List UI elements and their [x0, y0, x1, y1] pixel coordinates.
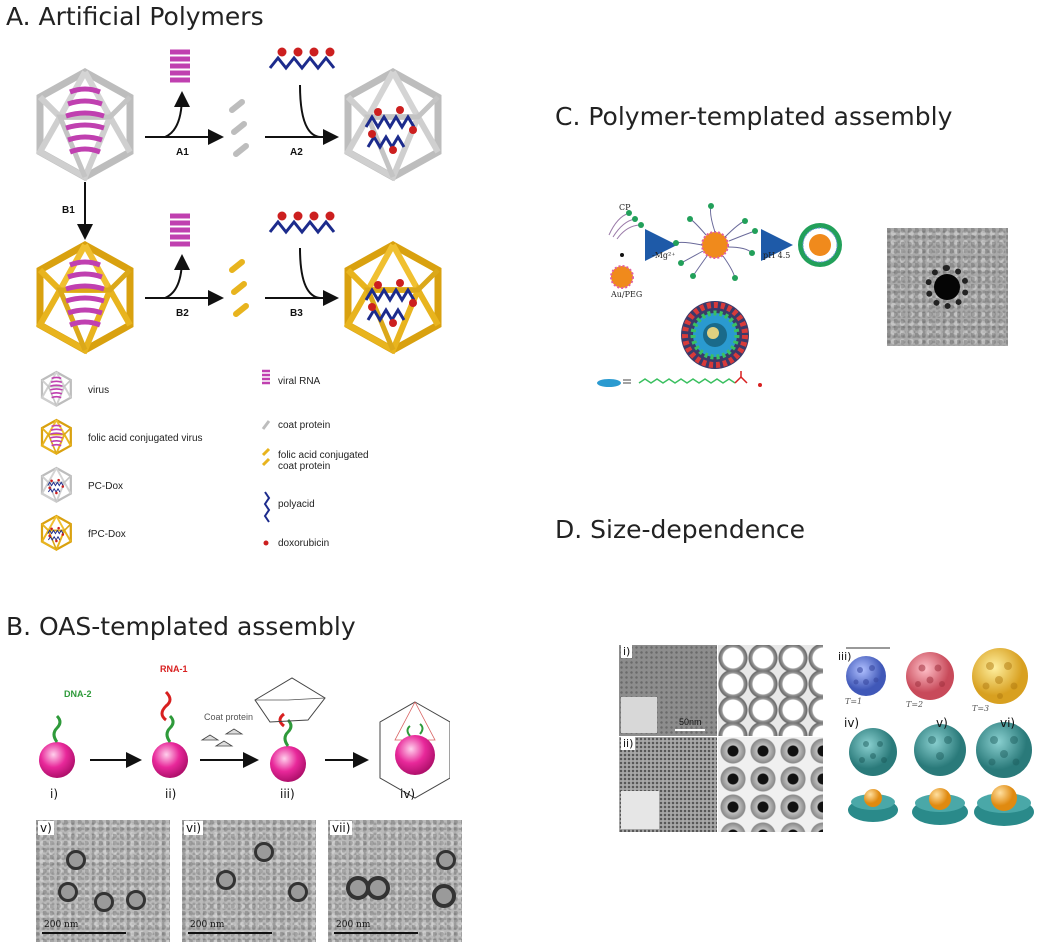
panel-c-title: C. Polymer-templated assembly	[555, 102, 953, 131]
rna-label: RNA-1	[160, 664, 188, 674]
panel-c-diagram	[597, 203, 842, 387]
tem-image-vi: 200 nm vi)	[182, 820, 316, 942]
d-label-v: v)	[936, 716, 948, 730]
step-a1: A1	[176, 147, 189, 158]
legend-viral-rna: viral RNA	[278, 376, 321, 387]
d-scale: 50nm	[679, 717, 702, 727]
tem-image-vii: 200 nm vii)	[328, 820, 462, 942]
panel-d-title: D. Size-dependence	[555, 515, 806, 544]
tem-label-v: v)	[38, 821, 54, 835]
cp-label: CP	[619, 203, 631, 212]
tem-scale-vii: 200 nm	[336, 920, 371, 930]
panel-a-diagram	[0, 47, 450, 551]
panel-a-title: A. Artificial Polymers	[6, 2, 264, 31]
d-label-i: i)	[621, 645, 633, 658]
step-a2: A2	[290, 147, 303, 158]
legend-virus: virus	[88, 385, 110, 396]
coat-label: Coat protein	[204, 712, 254, 722]
d-label-vi: vi)	[1000, 716, 1016, 730]
d-label-ii: ii)	[621, 737, 636, 750]
stage-i: i)	[50, 787, 59, 801]
d-label-iv: iv)	[844, 716, 860, 730]
step-b1: B1	[62, 205, 75, 216]
capsid-models	[846, 647, 1034, 826]
legend-folic-coat-1: folic acid conjugated	[278, 450, 369, 461]
legend-fpc-dox: fPC-Dox	[88, 529, 126, 540]
tem-image-v: 200 nm v)	[36, 820, 170, 942]
step-b2: B2	[176, 308, 189, 319]
t3-label: T=3	[972, 704, 990, 713]
tem-image-d-ii: ii)	[619, 737, 717, 832]
legend-pc-dox: PC-Dox	[88, 481, 124, 492]
legend-polyacid: polyacid	[278, 499, 315, 510]
stage-iii: iii)	[280, 787, 295, 801]
legend-folic-coat-2: coat protein	[278, 461, 331, 472]
tem-scale-v: 200 nm	[44, 920, 79, 930]
panel-b-title: B. OAS-templated assembly	[6, 612, 356, 641]
tem-label-vi: vi)	[184, 821, 204, 835]
tem-scale-vi: 200 nm	[190, 920, 225, 930]
lattice-model-i	[718, 645, 823, 736]
t1-label: T=1	[845, 697, 863, 706]
step-b3: B3	[290, 308, 303, 319]
ph-label: pH 4.5	[763, 251, 791, 260]
panel-b-diagram	[39, 677, 450, 799]
aupeg-label: Au/PEG	[611, 290, 643, 299]
legend-coat-protein: coat protein	[278, 420, 331, 431]
tem-image-d-i: i) 50nm	[619, 645, 717, 736]
stage-ii: ii)	[165, 787, 177, 801]
d-label-iii: iii)	[838, 650, 852, 663]
legend-folic-virus: folic acid conjugated virus	[88, 433, 203, 444]
dna-label: DNA-2	[64, 689, 92, 699]
tem-label-vii: vii)	[330, 821, 353, 835]
lattice-model-ii	[718, 737, 823, 832]
mg-label: -Mg²⁺	[652, 251, 676, 260]
t2-label: T=2	[906, 700, 924, 709]
tem-image-c	[887, 228, 1008, 346]
legend-doxorubicin: doxorubicin	[278, 538, 330, 549]
stage-iv: iv)	[400, 787, 416, 801]
